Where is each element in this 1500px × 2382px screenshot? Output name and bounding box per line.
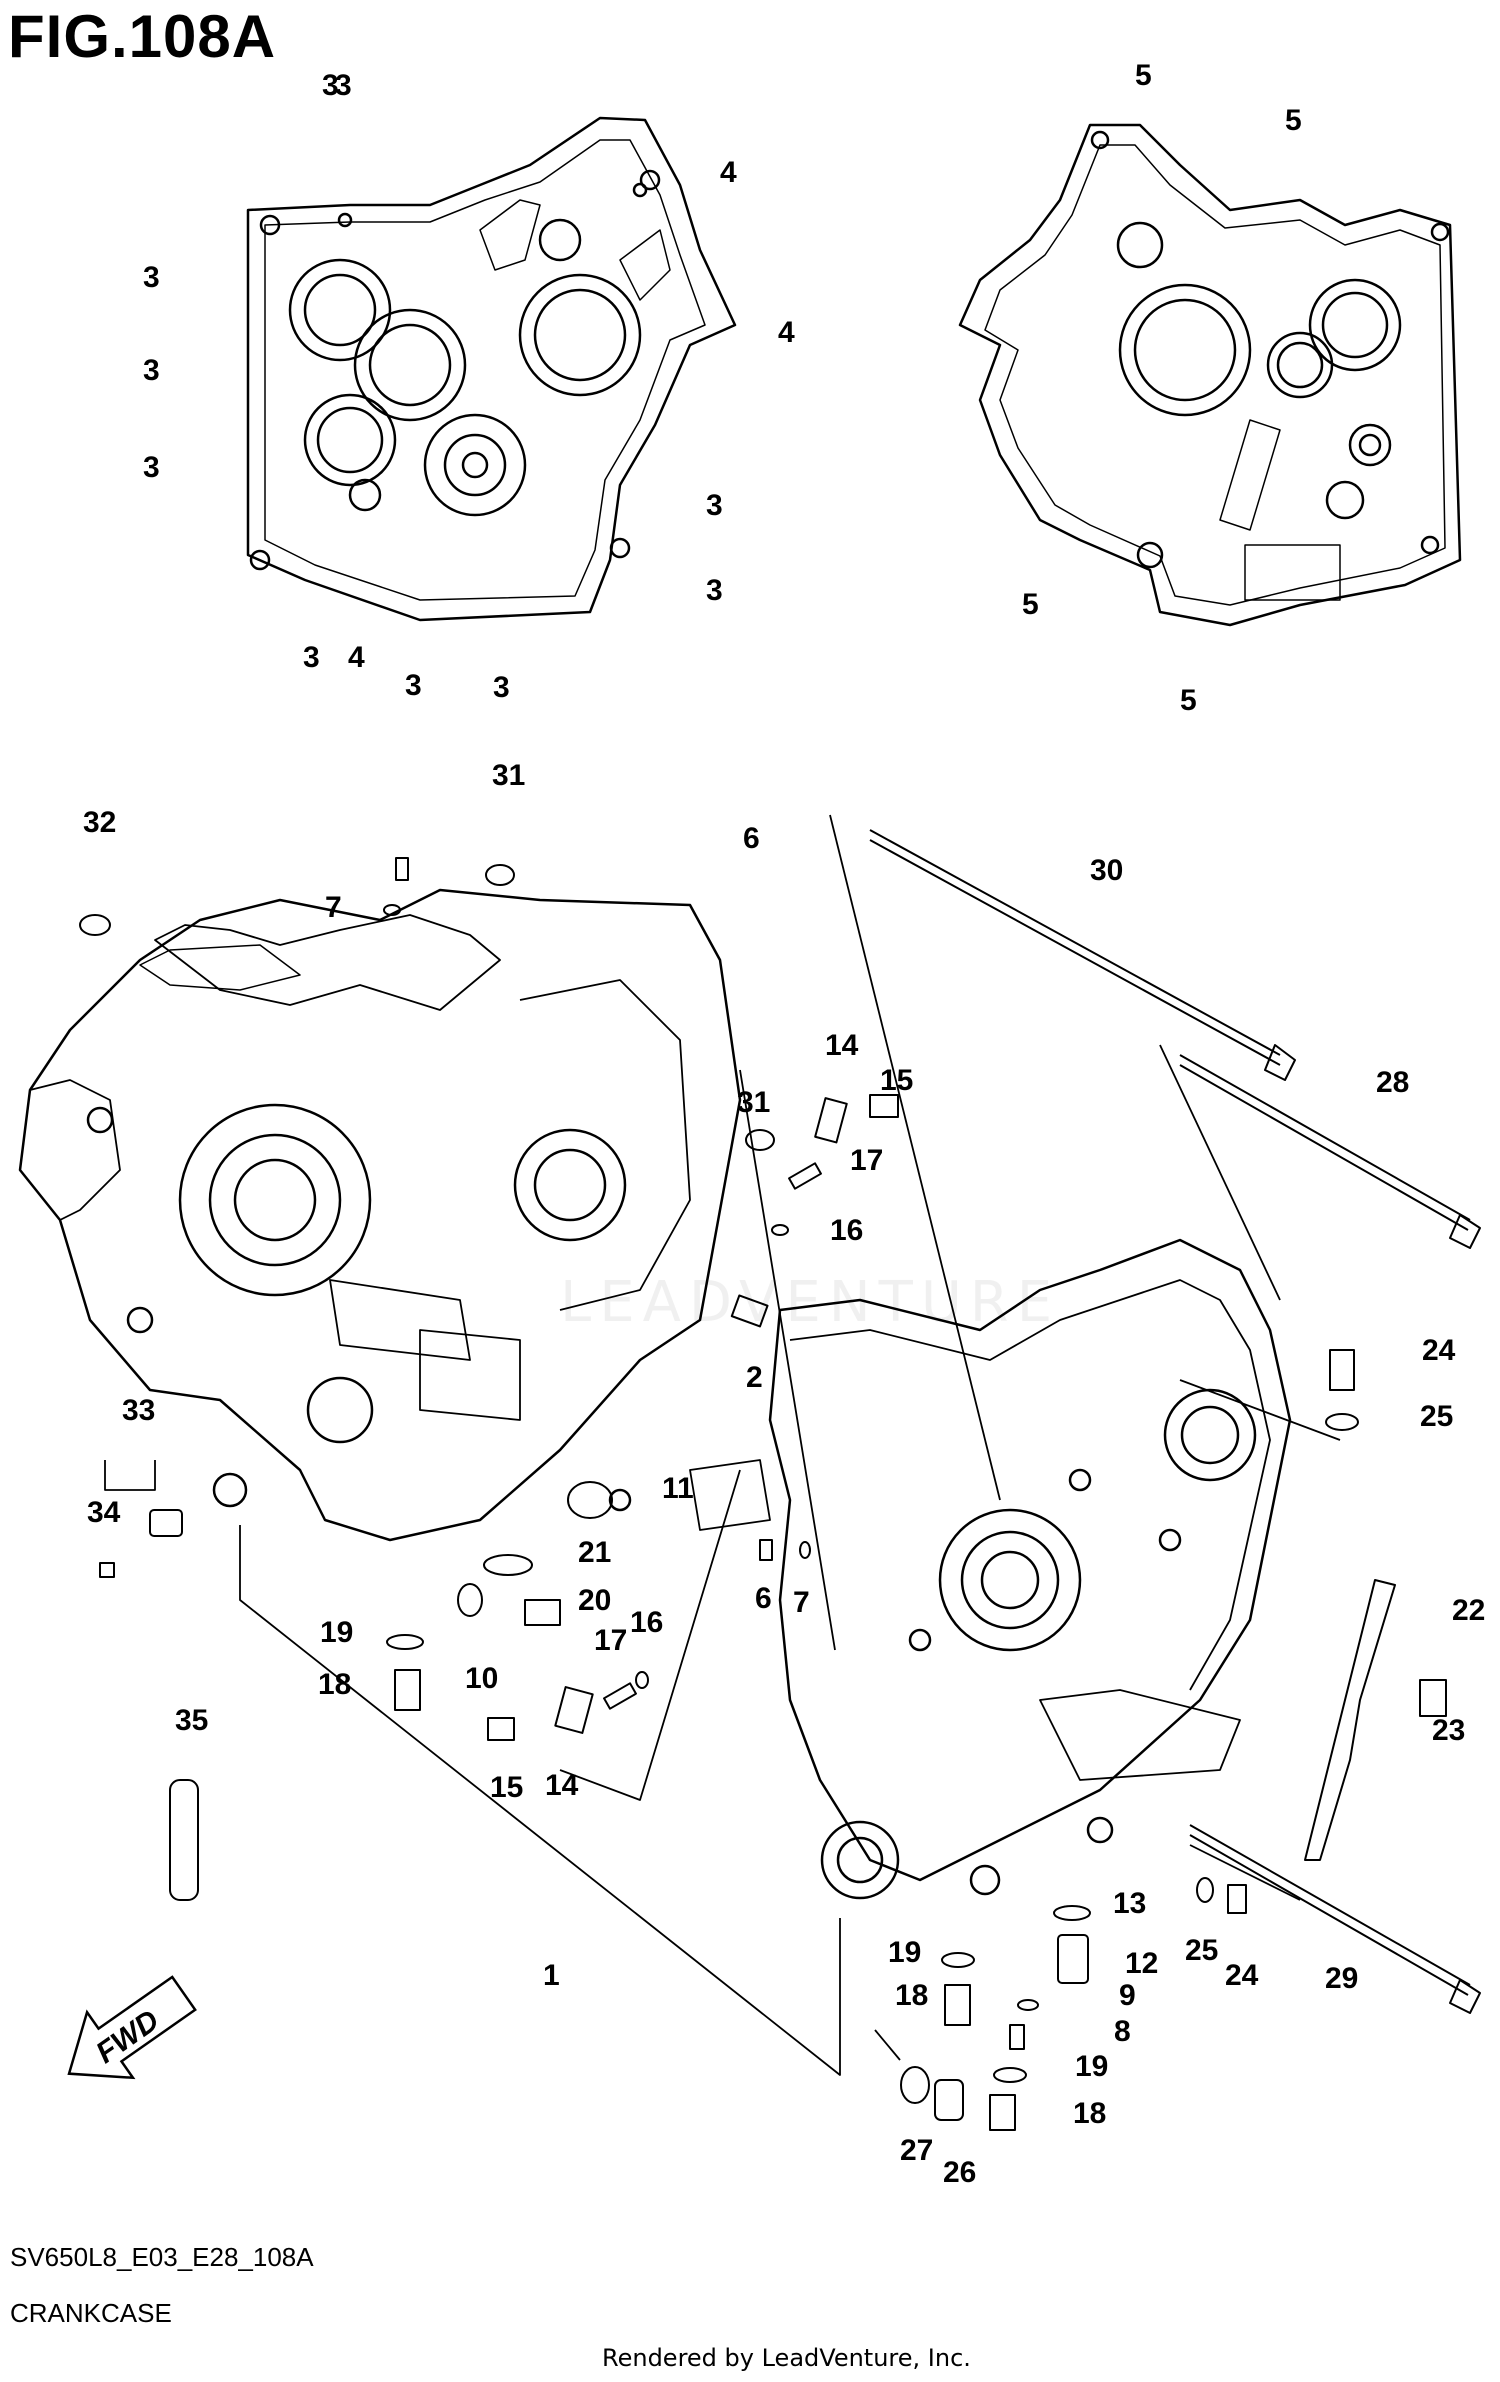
callout-main-12: 14 [825,1029,859,1062]
callout-top_left-1: 3 [143,261,160,294]
callout-main-33: 25 [1185,1934,1218,1967]
callout-top_left-5: 3 [706,574,723,607]
upper-left-crankcase-face [246,116,737,622]
callout-main-29: 23 [1432,1714,1465,1747]
callout-main-10: 12 [1125,1947,1158,1980]
callout-top_right-3: 5 [1180,684,1197,717]
callout-top_right-0: 5 [1135,59,1152,92]
callout-top_right-1: 5 [1285,104,1302,137]
callout-top_left-2: 3 [143,354,160,387]
callout-main-23: 19 [320,1616,353,1649]
callout-top_left-10: 4 [720,156,737,189]
callout-main-5: 7 [325,891,342,924]
callout-main-36: 28 [1376,1066,1409,1099]
callout-main-25: 19 [1075,2050,1108,2083]
callout-main-41: 32 [83,806,116,839]
upper-crankcase-half [18,888,742,1542]
callout-main-40: 31 [492,759,525,792]
callout-main-17: 16 [630,1606,663,1639]
watermark: LEADVENTURE [560,1270,1061,1335]
callout-main-39: 31 [737,1086,770,1119]
callout-main-42: 33 [122,1394,155,1427]
callout-main-14: 15 [880,1064,913,1097]
model-code: SV650L8_E03_E28_108A [10,2242,314,2272]
callout-main-22: 18 [1073,2097,1106,2130]
callout-top_right-2: 5 [1022,588,1039,621]
upper-right-crankcase-face [958,123,1462,627]
callout-main-32: 25 [1420,1400,1453,1433]
callout-main-16: 16 [830,1214,863,1247]
callout-main-34: 26 [943,2156,976,2189]
callout-main-37: 29 [1325,1962,1358,1995]
callout-main-24: 19 [888,1936,921,1969]
callout-main-9: 11 [662,1472,694,1505]
leader-lines [104,814,1341,2076]
callout-main-13: 14 [545,1769,579,1802]
callout-main-3: 6 [743,822,760,855]
callout-main-7: 9 [1119,1979,1136,2012]
callout-top_left-11: 4 [778,316,795,349]
callout-main-27: 21 [578,1536,611,1569]
figure-title: FIG.108A [8,3,277,70]
callout-top_left-4: 3 [706,489,723,522]
callout-main-18: 17 [850,1144,883,1177]
callout-top_left-7: 3 [405,669,422,702]
callout-main-35: 27 [900,2134,933,2167]
callout-main-15: 15 [490,1771,523,1804]
callout-top_left-8: 3 [493,671,510,704]
callout-main-44: 35 [175,1704,208,1737]
callout-main-11: 13 [1113,1887,1146,1920]
callout-main-6: 8 [1114,2015,1131,2048]
callout-main-0: 1 [543,1959,560,1992]
callout-main-19: 17 [594,1624,627,1657]
callout-main-2: 6 [755,1582,772,1615]
fwd-arrow: FWD [67,1975,197,2080]
lower-crankcase-half [689,1238,1292,1900]
render-credit: Rendered by LeadVenture, Inc. [602,2344,971,2372]
callout-top_left-6: 3 [303,641,320,674]
callout-main-30: 24 [1422,1334,1456,1367]
callout-top_left-0: 3 [322,69,339,102]
callout-main-43: 34 [87,1496,121,1529]
callout-main-26: 20 [578,1584,611,1617]
callout-main-4: 7 [793,1586,810,1619]
callout-main-1: 2 [746,1361,763,1394]
callout-main-21: 18 [895,1979,928,2012]
hardware-parts [79,829,1481,2131]
callout-main-28: 22 [1452,1594,1485,1627]
section-name: CRANKCASE [10,2298,172,2328]
callout-top_left-9: 3 [335,69,352,102]
callout-top_left-3: 3 [143,451,160,484]
callout-main-31: 24 [1225,1959,1259,1992]
callout-main-8: 10 [465,1662,498,1695]
callout-main-38: 30 [1090,854,1123,887]
callout-main-20: 18 [318,1668,351,1701]
callout-top_left-12: 4 [348,641,365,674]
